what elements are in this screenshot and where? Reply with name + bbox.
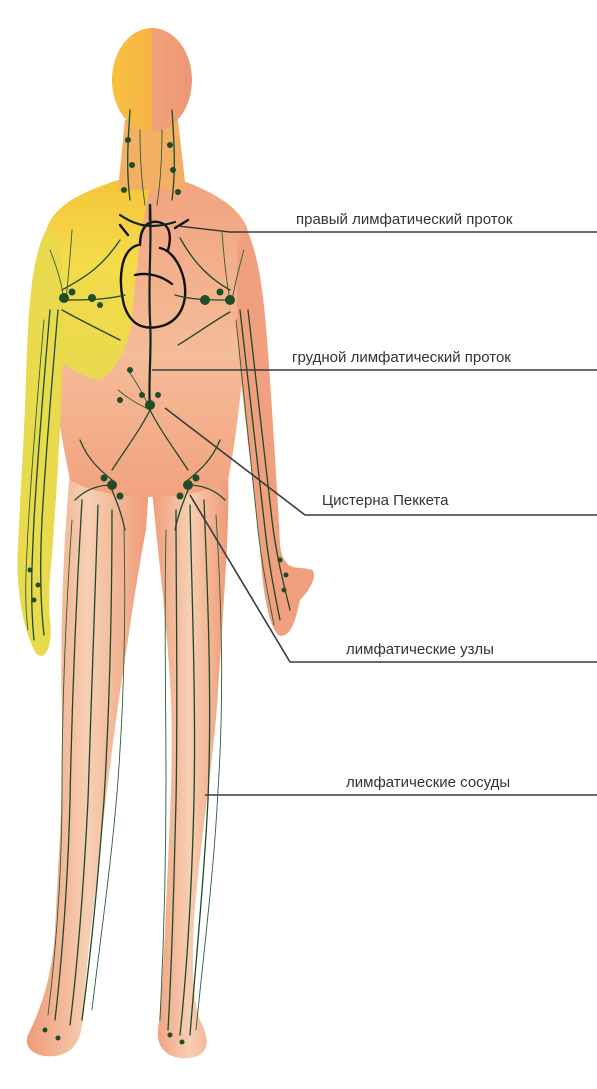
label-lymph-nodes: лимфатические узлы (346, 641, 494, 658)
labels: правый лимфатический проток грудной лимф… (292, 211, 513, 791)
thoracic-duct-vessel (149, 205, 150, 410)
head-shape (112, 28, 192, 132)
leader-lymph-nodes (190, 495, 597, 662)
label-lymph-vessels: лимфатические сосуды (346, 774, 510, 791)
left-arm-shape (237, 228, 314, 636)
right-leg-shape (150, 470, 228, 1058)
label-right-lymphatic-duct: правый лимфатический проток (296, 211, 513, 228)
label-cisterna-pecquet: Цистерна Пеккета (322, 492, 449, 509)
label-thoracic-duct: грудной лимфатический проток (292, 349, 511, 366)
